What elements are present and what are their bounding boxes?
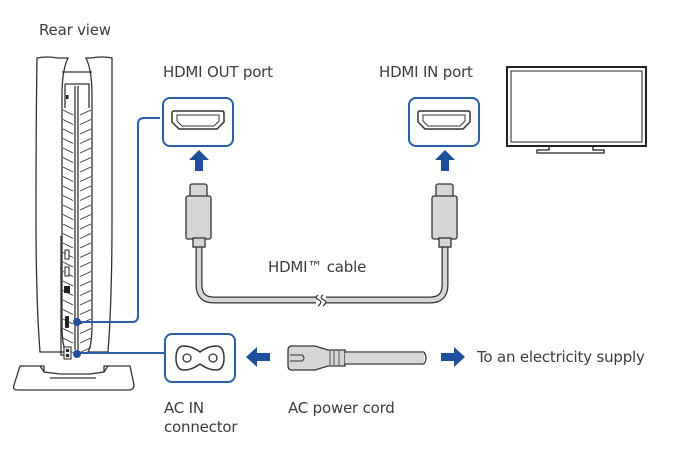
arrow-up-icon <box>435 150 455 171</box>
vent-rib-left <box>62 128 74 135</box>
vent-rib-left <box>62 299 74 306</box>
vent-rib-right <box>79 195 92 201</box>
vent-rib-right <box>79 299 92 306</box>
vent-rib-left <box>62 185 74 192</box>
hdmi-in-port-label: HDMI IN port <box>379 63 473 81</box>
vent-rib-left <box>62 195 74 201</box>
vent-rib-right <box>79 166 92 173</box>
vent-rib-right <box>79 261 92 268</box>
vent-rib-left <box>62 223 74 230</box>
console-rear-view <box>12 56 135 391</box>
vent-rib-right <box>79 328 92 334</box>
hdmi-out-callout-dot <box>73 318 81 326</box>
ac-socket-icon <box>175 345 225 371</box>
ac-power-cord <box>287 345 427 371</box>
vent-rib-left <box>62 309 74 315</box>
vent-rib-right <box>79 280 92 287</box>
usb-port-icon <box>64 249 70 260</box>
callout-lines <box>77 117 165 354</box>
vent-rib-right <box>79 337 92 344</box>
hdmi-out-port-label: HDMI OUT port <box>163 63 273 81</box>
vent-rib-left <box>62 204 74 211</box>
vent-rib-right <box>79 157 92 163</box>
vent-rib-left <box>62 109 74 116</box>
vent-rib-right <box>79 119 92 125</box>
ac-power-cord-label: AC power cord <box>288 399 395 417</box>
vent-rib-left <box>62 214 74 220</box>
vent-rib-left <box>62 147 74 154</box>
rear-view-label: Rear view <box>39 21 111 39</box>
ac-in-connector-callout <box>164 333 236 383</box>
console-hdmi-port-icon <box>65 316 69 328</box>
hdmi-cable <box>185 183 458 307</box>
vent-rib-left <box>62 138 74 144</box>
vent-rib-right <box>79 204 92 211</box>
vent-rib-left <box>62 157 74 163</box>
vent-rib-right <box>79 347 92 353</box>
ac-in-connector-label-line1: AC IN <box>164 399 204 417</box>
vent-rib-left <box>62 233 74 239</box>
hdmi-out-callout-line <box>77 117 160 323</box>
vent-rib-right <box>79 242 92 249</box>
vent-rib-left <box>62 166 74 173</box>
vent-rib-right <box>79 271 92 277</box>
vent-rib-right <box>79 223 92 230</box>
arrow-left-icon <box>246 347 270 367</box>
hdmi-cable-label: HDMI™ cable <box>268 258 367 276</box>
hdmi-in-port-callout <box>408 97 480 147</box>
vent-rib-left <box>62 119 74 125</box>
vent-rib-right <box>79 147 92 154</box>
ac-in-connector-label-line2: connector <box>164 418 238 436</box>
vent-rib-right <box>79 176 92 182</box>
vent-rib-left <box>62 242 74 249</box>
vent-rib-left <box>62 280 74 287</box>
vent-rib-right <box>79 252 92 258</box>
console-ac-in-icon <box>63 346 72 360</box>
usb-port-icon <box>64 266 70 277</box>
lan-port-icon <box>64 286 70 293</box>
arrow-up-icon <box>189 150 209 171</box>
console-vent-ribs <box>62 109 92 353</box>
tv-icon <box>506 66 647 154</box>
vent-rib-right <box>79 290 92 296</box>
vent-rib-left <box>62 328 74 334</box>
vent-rib-right <box>79 128 92 135</box>
vent-rib-right <box>79 214 92 220</box>
vent-rib-right <box>79 309 92 315</box>
vent-rib-right <box>79 138 92 144</box>
arrow-right-icon <box>441 347 465 367</box>
electricity-supply-label: To an electricity supply <box>477 348 645 366</box>
hdmi-out-port-callout <box>162 97 234 147</box>
vent-rib-left <box>62 176 74 182</box>
ac-in-callout-dot <box>73 350 81 358</box>
vent-rib-right <box>79 185 92 192</box>
vent-rib-right <box>79 233 92 239</box>
vent-rib-right <box>79 109 92 116</box>
vent-rib-left <box>62 261 74 268</box>
vent-rib-left <box>62 337 74 344</box>
